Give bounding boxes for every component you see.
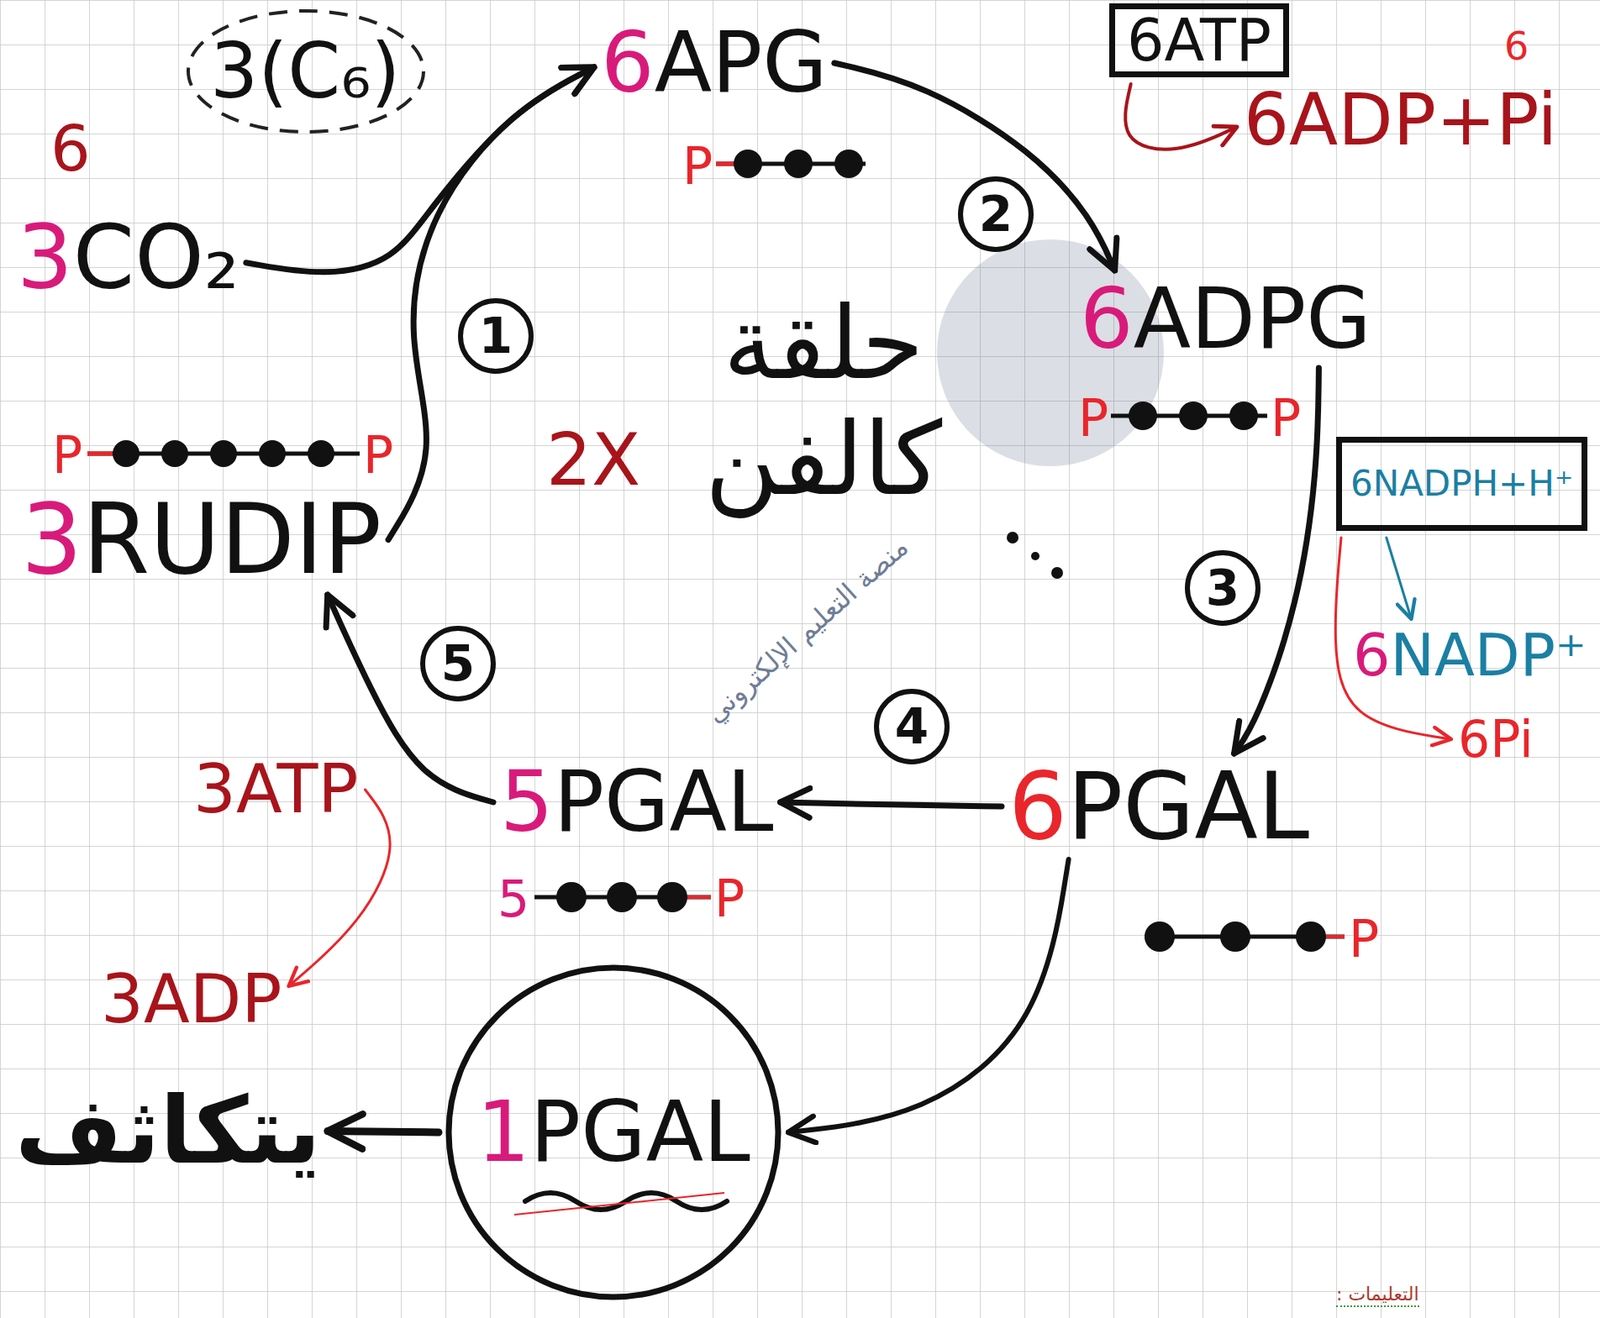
pgal-six-chain xyxy=(1144,921,1345,953)
coefficient-number: 6 xyxy=(1352,626,1391,685)
phosphate-label: P xyxy=(714,873,745,925)
ellipsis-dots xyxy=(1006,531,1064,579)
step-circle: 2 xyxy=(957,176,1034,253)
step-circle: 1 xyxy=(457,298,534,374)
compound-label: 3RUDIP xyxy=(21,491,382,589)
phosphate-label: P xyxy=(682,141,713,192)
node-text: APG xyxy=(654,21,828,106)
byproduct-label: 6NADP⁺ xyxy=(1352,626,1587,685)
phosphate-label: P xyxy=(52,430,83,481)
node-text: PGAL xyxy=(553,760,774,845)
phosphate-label: P xyxy=(1078,393,1109,444)
apg-chain xyxy=(715,149,866,179)
intermediate-label: 3(C₆) xyxy=(210,33,400,110)
watermark-logo xyxy=(936,239,1164,467)
coefficient-number: 6 xyxy=(1008,760,1068,853)
circle-ring xyxy=(448,968,779,1298)
step-number: 1 xyxy=(478,311,513,361)
node-text: 6Pi xyxy=(1457,714,1534,765)
rudip-chain xyxy=(87,440,360,468)
compound-label: 3CO₂ xyxy=(16,214,240,303)
node-text: 6ATP xyxy=(1126,10,1272,70)
coefficient-number: 6 xyxy=(1504,26,1529,66)
step-number: 4 xyxy=(894,702,929,752)
cycle-title: حلقة كالفن xyxy=(663,285,984,518)
node-text: 6NADPH+H⁺ xyxy=(1350,466,1574,502)
reaction-arrow xyxy=(788,859,1069,1133)
step-number: 2 xyxy=(978,189,1013,239)
node-text: يتكاثف xyxy=(15,1071,322,1192)
compound-label: 6ADPG xyxy=(1079,277,1372,362)
dashed-ring xyxy=(188,10,424,132)
byproduct-label: 6Pi xyxy=(1457,714,1534,765)
node-text: ADPG xyxy=(1133,277,1372,362)
coefficient-number: 3 xyxy=(16,214,74,303)
coefficient-number: 5 xyxy=(500,760,554,845)
step-number: 5 xyxy=(441,639,475,689)
compound-label: 6PGAL xyxy=(1008,760,1310,853)
reaction-arrow xyxy=(780,802,1002,807)
reaction-arrow xyxy=(1386,537,1412,620)
product-circle: 1PGAL xyxy=(445,964,782,1301)
coefficient-number: 6 xyxy=(50,117,91,181)
compound-label: 5PGAL xyxy=(500,760,774,845)
byproduct-label: 6ADP+Pi xyxy=(1243,84,1558,156)
pgal-five-chain xyxy=(534,882,711,913)
coefficient-number: 6 xyxy=(600,21,655,106)
phosphate-label: P xyxy=(1270,393,1301,444)
step-circle: 4 xyxy=(873,689,950,765)
node-text: NADP⁺ xyxy=(1390,626,1587,685)
node-text: PGAL xyxy=(1067,760,1310,853)
node-text: 3ATP xyxy=(193,756,359,824)
outcome-label: يتكاثف xyxy=(15,1071,322,1192)
reaction-arrow xyxy=(834,63,1116,271)
coefficient-number: 1 xyxy=(476,1090,531,1175)
phosphate-label: P xyxy=(1348,914,1379,965)
coefficient-number: 3 xyxy=(21,491,83,589)
cofactor-box: 6ATP xyxy=(1109,3,1290,78)
instructions-label: التعليمات : xyxy=(1336,1285,1420,1308)
phosphate-label: P xyxy=(363,430,394,481)
node-text: CO₂ xyxy=(73,214,240,303)
cofactor-label: 3ATP xyxy=(193,756,359,824)
compound-label: 6APG xyxy=(600,21,828,106)
reaction-arrow xyxy=(327,1131,439,1134)
adpg-chain xyxy=(1110,401,1268,431)
multiplier-label: 2X xyxy=(546,424,641,496)
step-number: 3 xyxy=(1205,563,1240,613)
cofactor-box: 6NADPH+H⁺ xyxy=(1336,436,1588,532)
watermark: منصة التعليم الإلكتروني xyxy=(700,532,913,727)
node-text: 3ADP xyxy=(100,966,282,1034)
node-text: PGAL xyxy=(530,1090,751,1175)
reaction-arrow xyxy=(1125,84,1237,150)
byproduct-label: 3ADP xyxy=(100,966,282,1034)
underline-squiggle xyxy=(514,1193,727,1216)
step-circle: 5 xyxy=(420,626,496,702)
step-circle: 3 xyxy=(1184,550,1261,627)
node-text: 6ADP+Pi xyxy=(1243,84,1558,156)
node-text: RUDIP xyxy=(82,491,382,589)
coefficient-number: 6 xyxy=(1079,277,1134,362)
coefficient-number: 5 xyxy=(497,873,530,925)
